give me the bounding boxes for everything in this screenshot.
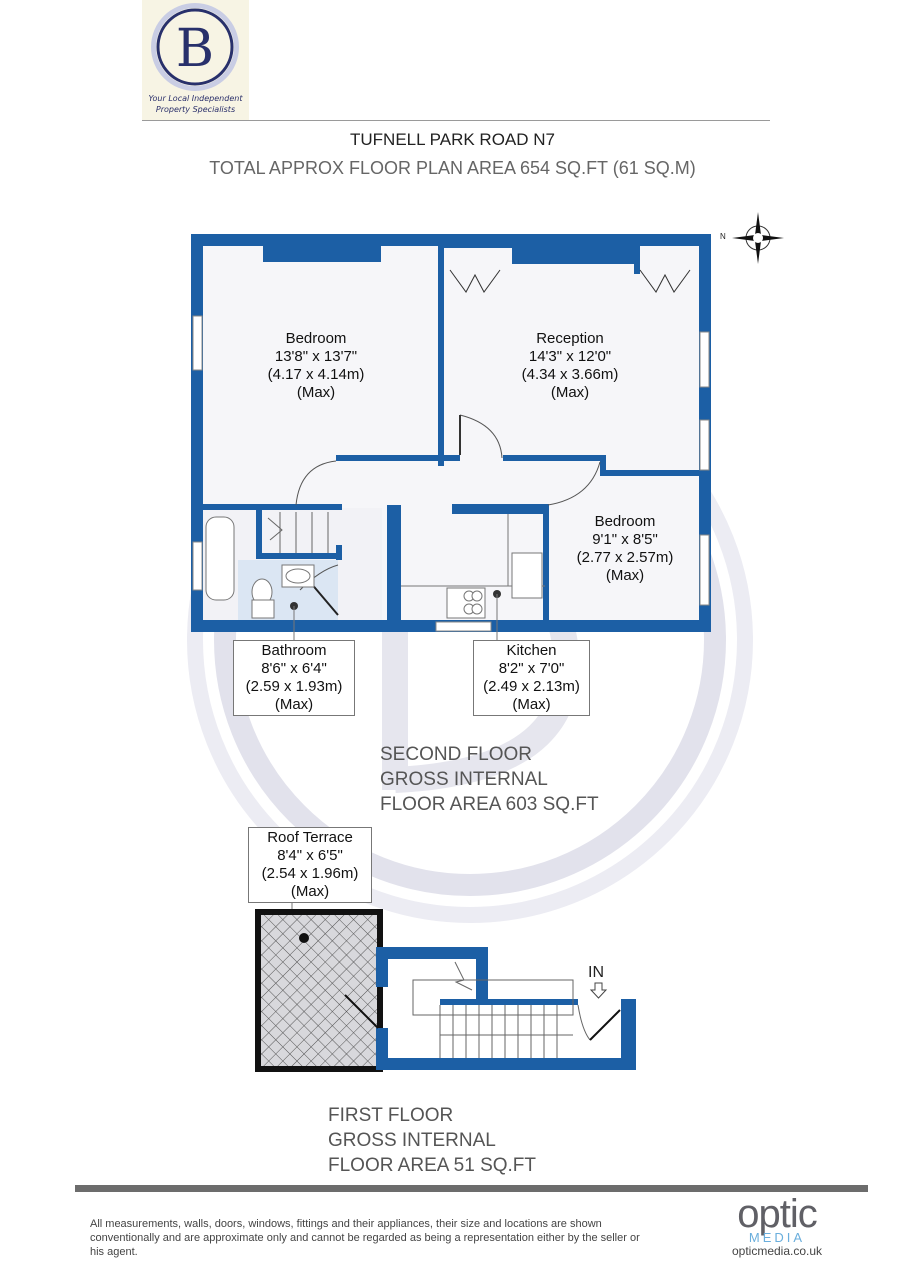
svg-text:B: B xyxy=(176,19,214,79)
room-label-kitchen: Kitchen 8'2" x 7'0" (2.49 x 2.13m) (Max) xyxy=(473,640,590,716)
logo-tagline-2: Property Specialists xyxy=(155,105,236,114)
disclaimer-text: All measurements, walls, doors, windows,… xyxy=(90,1218,640,1258)
entrance-arrow-icon xyxy=(589,982,608,999)
optic-media-logo: optic MEDIA opticmedia.co.uk xyxy=(722,1192,832,1258)
brand-wordmark: optic xyxy=(737,1192,818,1236)
room-label-reception: Reception 14'3" x 12'0" (4.34 x 3.66m) (… xyxy=(521,330,619,401)
logo-emblem-icon: B xyxy=(151,3,239,91)
first-floor-area: FIRST FLOOR GROSS INTERNAL FLOOR AREA 51… xyxy=(328,1105,537,1176)
property-title: TUFNELL PARK ROAD N7 xyxy=(350,130,555,149)
total-area-subtitle: TOTAL APPROX FLOOR PLAN AREA 654 SQ.FT (… xyxy=(209,158,696,178)
entrance-label: IN xyxy=(588,964,604,981)
walls-first-floor xyxy=(376,947,636,1070)
second-floor-area: SECOND FLOOR GROSS INTERNAL FLOOR AREA 6… xyxy=(380,744,599,815)
agency-logo: B Your Local Independent Property Specia… xyxy=(142,0,249,120)
room-label-bedroom-2: Bedroom 9'1" x 8'5" (2.77 x 2.57m) (Max) xyxy=(576,513,674,584)
room-label-bathroom: Bathroom 8'6" x 6'4" (2.59 x 1.93m) (Max… xyxy=(233,640,355,716)
walls-second-floor xyxy=(191,234,711,632)
footer-divider xyxy=(75,1185,868,1192)
logo-tagline-1: Your Local Independent xyxy=(148,94,243,103)
compass-rose-icon xyxy=(732,212,784,264)
room-label-bedroom-1: Bedroom 13'8" x 13'7" (4.17 x 4.14m) (Ma… xyxy=(267,330,365,401)
brand-url: opticmedia.co.uk xyxy=(731,1244,823,1258)
brand-sub: MEDIA xyxy=(748,1230,806,1245)
compass-north-label: N xyxy=(720,232,726,241)
room-label-roof-terrace: Roof Terrace 8'4" x 6'5" (2.54 x 1.96m) … xyxy=(248,827,372,903)
header-divider xyxy=(142,120,770,121)
